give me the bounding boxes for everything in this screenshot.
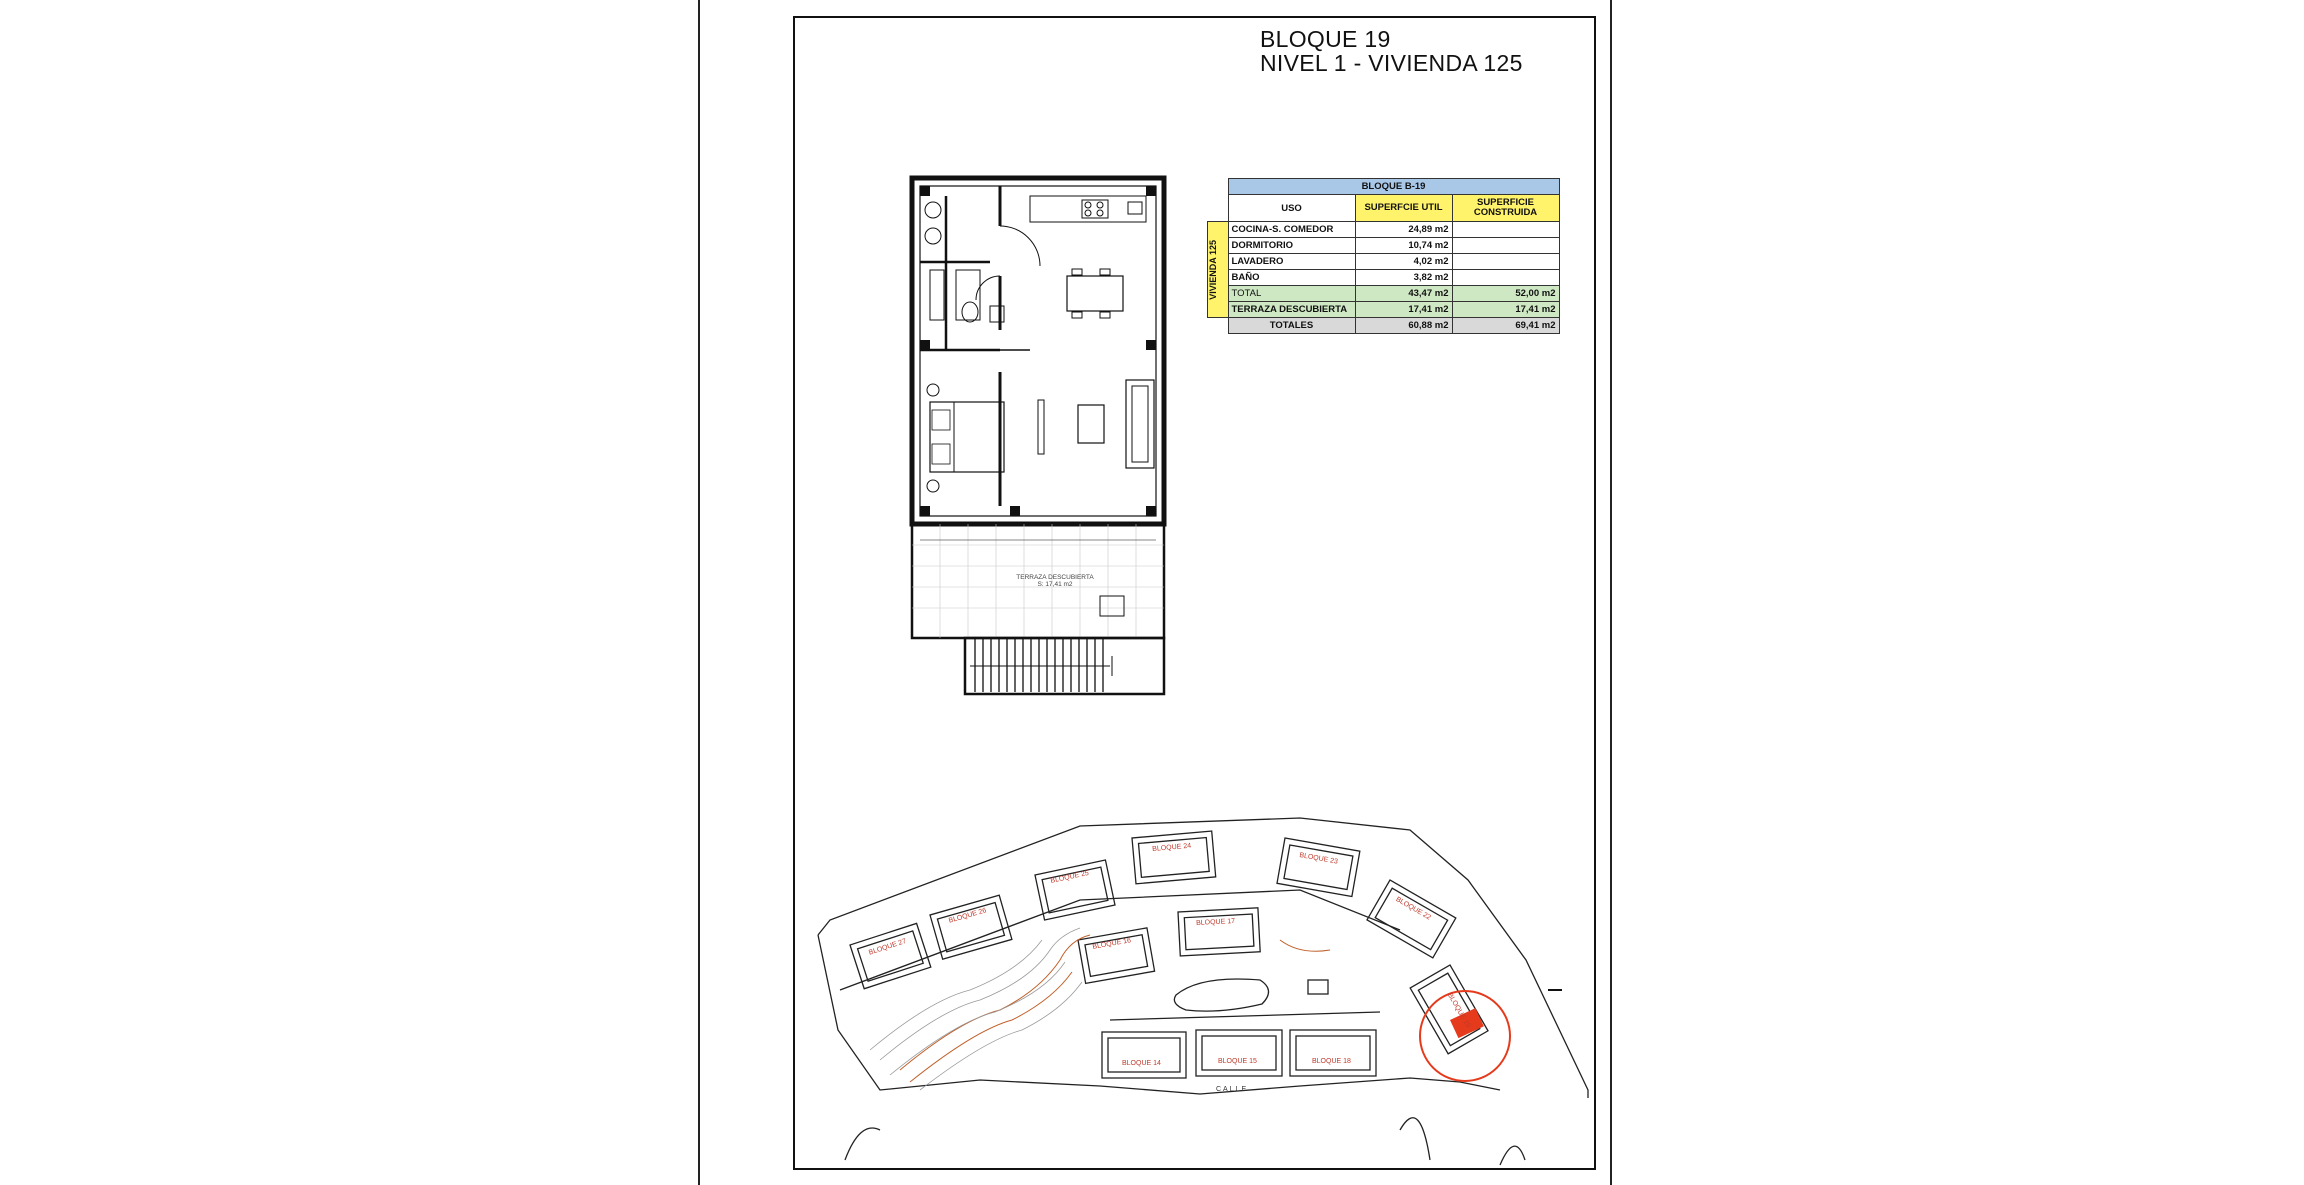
table-row-const [1451, 237, 1560, 254]
totals-row-util: 60,88 m2 [1354, 317, 1453, 334]
column-header-uso: USO [1227, 194, 1356, 222]
table-row-util: 4,02 m2 [1354, 253, 1453, 270]
drawing-frame [793, 16, 1596, 1170]
column-header-util: SUPERFCIE UTIL [1354, 194, 1453, 222]
table-row-const [1451, 269, 1560, 286]
total-row-util: 43,47 m2 [1354, 285, 1453, 302]
table-row-util: 24,89 m2 [1354, 221, 1453, 238]
total-row-const: 52,00 m2 [1451, 285, 1560, 302]
table-row-util: 3,82 m2 [1354, 269, 1453, 286]
street-label: CALLE [1216, 1086, 1249, 1093]
table-row-util: 10,74 m2 [1354, 237, 1453, 254]
table-row-uso: DORMITORIO [1227, 237, 1356, 254]
dwelling-side-label: VIVIENDA 125 [1207, 221, 1229, 318]
site-block-label: BLOQUE 18 [1312, 1058, 1351, 1065]
block-title: BLOQUE 19 [1260, 26, 1391, 52]
totals-row-const: 69,41 m2 [1451, 317, 1560, 334]
total-row-uso: TOTAL [1227, 285, 1356, 302]
terrace-row-uso: TERRAZA DESCUBIERTA [1227, 301, 1356, 318]
level-dwelling-title: NIVEL 1 - VIVIENDA 125 [1260, 50, 1523, 76]
table-row-const [1451, 221, 1560, 238]
table-row-uso: LAVADERO [1227, 253, 1356, 270]
terrace-row-const: 17,41 m2 [1451, 301, 1560, 318]
totals-row-uso: TOTALES [1227, 317, 1356, 334]
terrace-row-util: 17,41 m2 [1354, 301, 1453, 318]
table-row-uso: BAÑO [1227, 269, 1356, 286]
table-block-header: BLOQUE B-19 [1227, 178, 1560, 195]
table-row-uso: COCINA-S. COMEDOR [1227, 221, 1356, 238]
site-block-label: BLOQUE 15 [1218, 1058, 1257, 1065]
surface-table: BLOQUE B-19 USO SUPERFCIE UTIL SUPERFICI… [1207, 178, 1560, 334]
site-block-label: BLOQUE 14 [1122, 1060, 1161, 1067]
table-row-const [1451, 253, 1560, 270]
